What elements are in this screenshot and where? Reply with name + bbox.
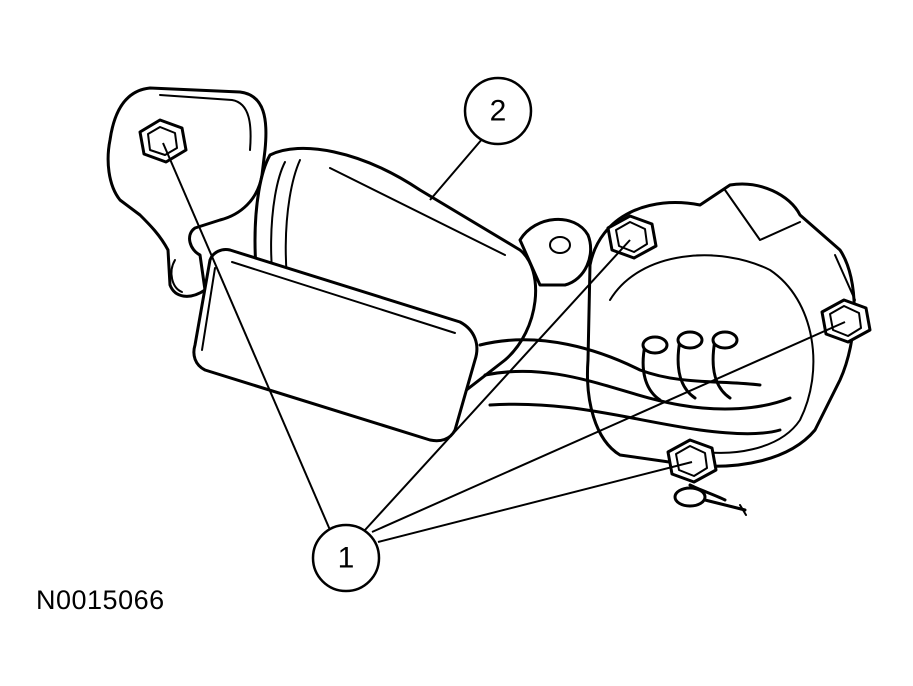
bolt-upper-left (138, 118, 188, 164)
bolt-gearbox-top (606, 214, 658, 260)
bolt-gearbox-right (820, 298, 872, 344)
mounting-ear (518, 218, 593, 287)
leader-line-callout-2 (429, 137, 484, 201)
callout-1: 1 (311, 523, 381, 593)
callout-1-label: 1 (338, 542, 355, 575)
leader-lines-callout-1 (162, 142, 846, 543)
callout-2-label: 2 (490, 95, 507, 128)
wiring-harness (478, 330, 792, 516)
callout-2: 2 (463, 76, 533, 146)
figure-id: N0015066 (36, 585, 165, 615)
bolt-gearbox-bottom (666, 438, 718, 484)
